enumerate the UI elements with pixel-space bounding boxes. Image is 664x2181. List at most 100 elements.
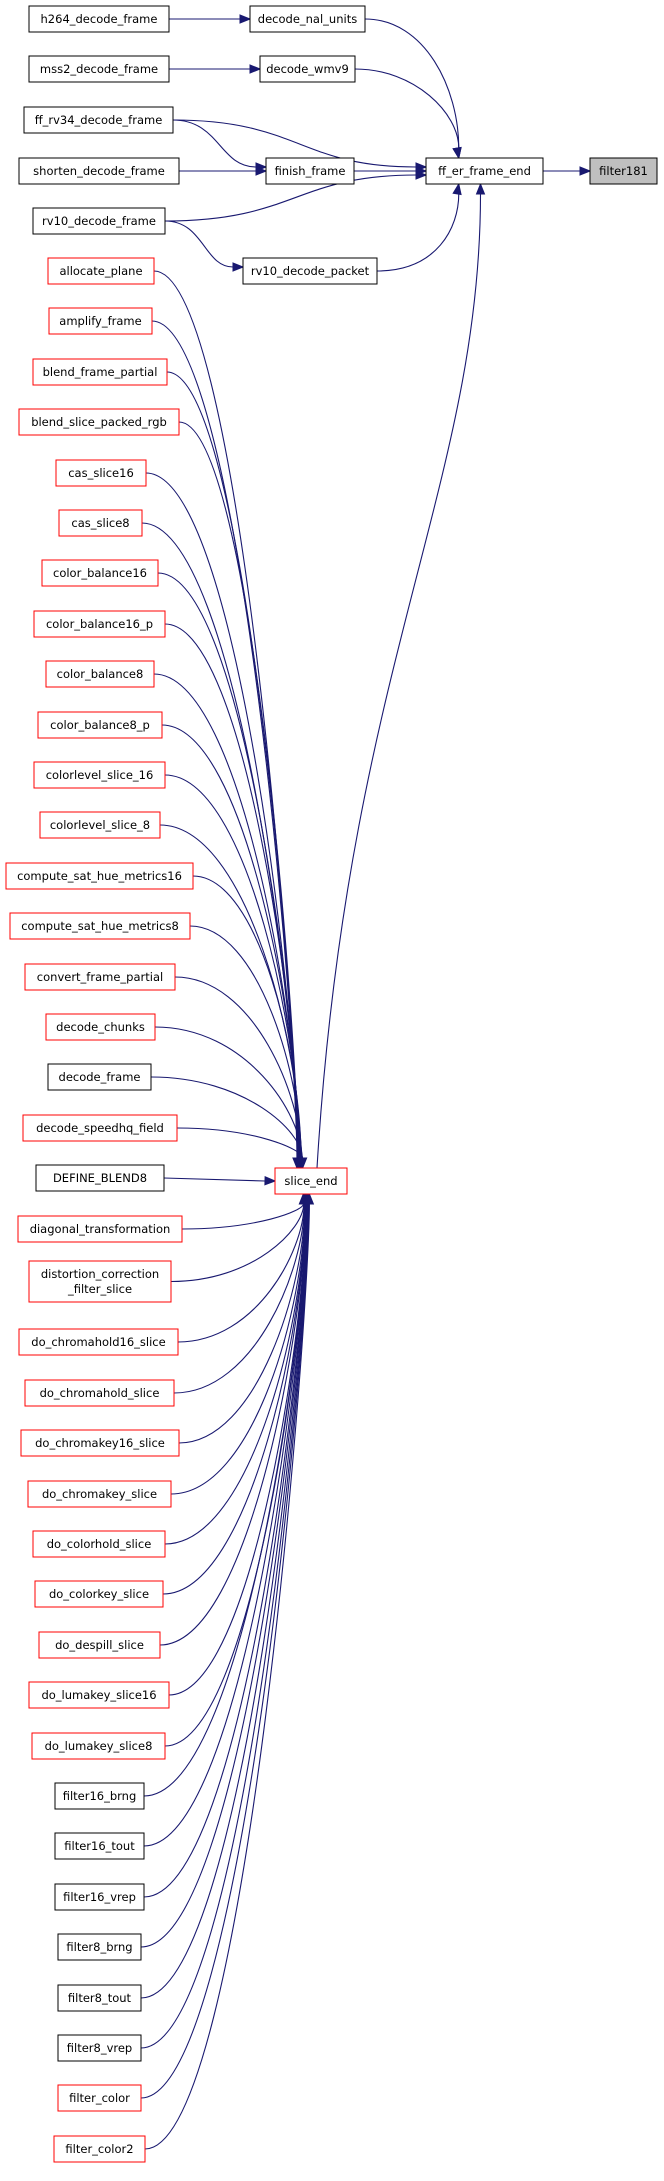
node-label: decode_nal_units [258, 12, 357, 26]
node-colorlevel_slice_8[interactable]: colorlevel_slice_8 [39, 811, 161, 839]
node-label-line: amplify_frame [59, 314, 141, 328]
node-decode_wmv9[interactable]: decode_wmv9 [259, 55, 356, 83]
node-decode_speedhq_field[interactable]: decode_speedhq_field [22, 1114, 178, 1142]
node-label: color_balance8 [57, 667, 144, 681]
node-filter8_vrep[interactable]: filter8_vrep [57, 2034, 142, 2062]
node-box [28, 5, 170, 33]
node-label: color_balance8_p [50, 718, 150, 732]
node-label-line: slice_end [284, 1174, 337, 1188]
node-label: blend_frame_partial [43, 365, 158, 379]
node-allocate_plane[interactable]: allocate_plane [47, 257, 155, 285]
node-do_colorhold_slice[interactable]: do_colorhold_slice [32, 1530, 166, 1558]
node-box [54, 1782, 145, 1810]
node-DEFINE_BLEND8[interactable]: DEFINE_BLEND8 [35, 1164, 165, 1192]
node-colorlevel_slice_16[interactable]: colorlevel_slice_16 [33, 761, 166, 789]
node-label: decode_frame [59, 1070, 141, 1084]
node-do_chromahold_slice[interactable]: do_chromahold_slice [24, 1379, 175, 1407]
node-label: DEFINE_BLEND8 [53, 1171, 147, 1185]
node-filter8_tout[interactable]: filter8_tout [57, 1984, 142, 2012]
node-decode_frame[interactable]: decode_frame [47, 1063, 152, 1091]
node-box [32, 358, 168, 386]
node-box [57, 2034, 142, 2062]
edge-do_chromahold_slice-to-slice_end [173, 1192, 310, 1394]
node-decode_chunks[interactable]: decode_chunks [45, 1013, 156, 1041]
node-do_chromakey16_slice[interactable]: do_chromakey16_slice [20, 1429, 180, 1457]
node-filter8_brng[interactable]: filter8_brng [57, 1933, 142, 1961]
node-label-line: do_lumakey_slice16 [41, 1688, 156, 1702]
node-diagonal_transformation[interactable]: diagonal_transformation [17, 1215, 183, 1243]
node-distortion_correction_filter_slice[interactable]: distortion_correction_filter_slice [28, 1260, 172, 1303]
edge-line [140, 1203, 310, 2099]
node-box [265, 157, 355, 185]
node-do_colorkey_slice[interactable]: do_colorkey_slice [34, 1580, 164, 1608]
node-decode_nal_units[interactable]: decode_nal_units [249, 5, 366, 33]
node-label-line: rv10_decode_frame [42, 214, 156, 228]
node-ff_er_frame_end[interactable]: ff_er_frame_end [425, 157, 544, 185]
edge-finish_frame-to-ff_er_frame_end [354, 166, 428, 176]
node-cas_slice16[interactable]: cas_slice16 [55, 459, 147, 487]
node-filter_color2[interactable]: filter_color2 [53, 2135, 146, 2163]
node-label: colorlevel_slice_8 [50, 818, 150, 832]
node-blend_slice_packed_rgb[interactable]: blend_slice_packed_rgb [18, 408, 180, 436]
edge-line [173, 1203, 305, 1394]
node-rv10_decode_frame[interactable]: rv10_decode_frame [32, 207, 166, 235]
node-ff_rv34_decode_frame[interactable]: ff_rv34_decode_frame [23, 106, 174, 134]
node-label-line: decode_frame [59, 1070, 141, 1084]
node-do_chromahold16_slice[interactable]: do_chromahold16_slice [18, 1328, 179, 1356]
node-filter16_vrep[interactable]: filter16_vrep [54, 1883, 145, 1911]
edge-DEFINE_BLEND8-to-slice_end [163, 1175, 277, 1186]
node-color_balance8[interactable]: color_balance8 [45, 660, 155, 688]
edge-line [164, 774, 301, 1159]
node-box [55, 459, 147, 487]
node-box [20, 1429, 180, 1457]
node-color_balance16_p[interactable]: color_balance16_p [33, 610, 166, 638]
node-compute_sat_hue_metrics16[interactable]: compute_sat_hue_metrics16 [5, 862, 194, 890]
edge-line [154, 1026, 303, 1159]
node-blend_frame_partial[interactable]: blend_frame_partial [32, 358, 168, 386]
node-finish_frame[interactable]: finish_frame [265, 157, 355, 185]
node-do_chromakey_slice[interactable]: do_chromakey_slice [27, 1480, 172, 1508]
node-do_lumakey_slice16[interactable]: do_lumakey_slice16 [28, 1681, 170, 1709]
edge-decode_speedhq_field-to-slice_end [176, 1127, 308, 1170]
node-shorten_decode_frame[interactable]: shorten_decode_frame [18, 157, 180, 185]
node-label: filter_color2 [65, 2142, 133, 2156]
node-filter_color[interactable]: filter_color [57, 2084, 142, 2112]
node-label-line: ff_er_frame_end [438, 164, 531, 178]
node-box [45, 1013, 156, 1041]
edge-cas_slice16-to-slice_end [145, 472, 304, 1170]
node-color_balance8_p[interactable]: color_balance8_p [37, 711, 163, 739]
node-label: filter16_brng [63, 1789, 137, 1803]
node-filter16_brng[interactable]: filter16_brng [54, 1782, 145, 1810]
edge-line [178, 421, 299, 1159]
node-compute_sat_hue_metrics8[interactable]: compute_sat_hue_metrics8 [9, 912, 191, 940]
node-box [23, 106, 174, 134]
node-label-line: rv10_decode_packet [251, 264, 370, 278]
node-h264_decode_frame[interactable]: h264_decode_frame [28, 5, 170, 33]
node-color_balance16[interactable]: color_balance16 [41, 559, 159, 587]
edge-line [150, 1076, 303, 1159]
edge-convert_frame_partial-to-slice_end [174, 976, 307, 1170]
node-cas_slice8[interactable]: cas_slice8 [58, 509, 143, 537]
edge-line [162, 1203, 307, 1595]
node-amplify_frame[interactable]: amplify_frame [48, 307, 153, 335]
node-label-line: finish_frame [275, 164, 346, 178]
node-do_despill_slice[interactable]: do_despill_slice [38, 1631, 161, 1659]
node-mss2_decode_frame[interactable]: mss2_decode_frame [28, 55, 170, 83]
node-box [57, 2084, 142, 2112]
edge-line [143, 1203, 309, 1898]
node-label: filter_color [69, 2091, 130, 2105]
node-rv10_decode_packet[interactable]: rv10_decode_packet [242, 257, 378, 285]
node-filter16_tout[interactable]: filter16_tout [54, 1832, 145, 1860]
node-label: filter16_vrep [63, 1890, 136, 1904]
node-convert_frame_partial[interactable]: convert_frame_partial [24, 963, 176, 991]
node-label-line: filter181 [599, 164, 648, 178]
node-label-line: do_colorhold_slice [47, 1537, 152, 1551]
edge-line [140, 1203, 309, 1999]
node-slice_end[interactable]: slice_end [274, 1167, 348, 1195]
node-do_lumakey_slice8[interactable]: do_lumakey_slice8 [31, 1732, 166, 1760]
edge-line [143, 1203, 308, 1847]
edge-filter8_vrep-to-slice_end [140, 1192, 314, 2049]
edge-line [164, 1203, 306, 1545]
edge-line [164, 1203, 308, 1747]
